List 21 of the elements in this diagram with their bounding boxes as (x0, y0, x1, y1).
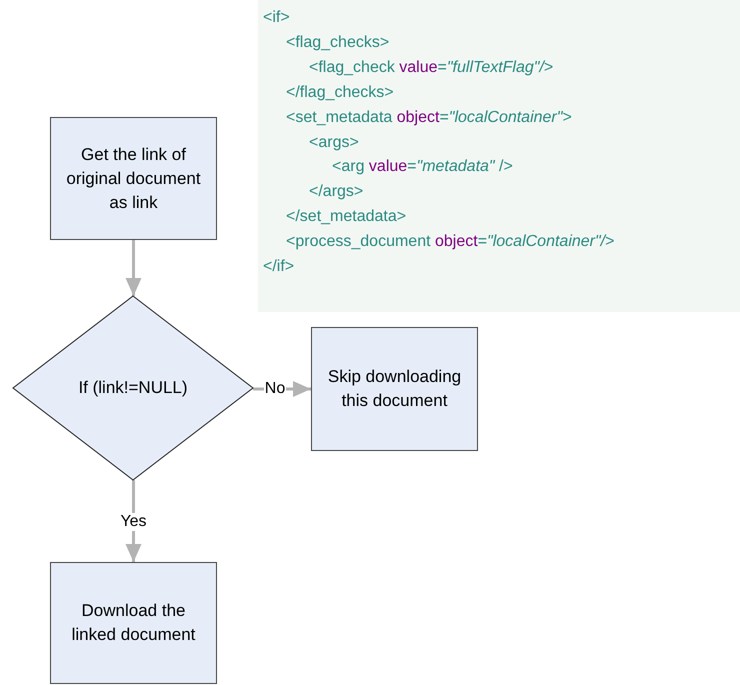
code-line: </if> (263, 257, 294, 277)
arrow (253, 381, 311, 397)
process-box (50, 117, 217, 240)
process-box (311, 327, 478, 451)
code-line: </args> (309, 182, 364, 202)
code-line: <process_document object="localContainer"/> (286, 232, 614, 252)
code-line: <arg value="metadata" /> (332, 157, 513, 178)
code-line: <flag_checks> (286, 32, 390, 53)
code-line: </set_metadata> (286, 207, 406, 228)
node-text: Get the link of original document as link (65, 144, 202, 214)
node-text: Skip downloading this document (326, 366, 462, 412)
code-line: <args> (309, 132, 359, 152)
code-line: <set_metadata object="localContainer"> (286, 108, 572, 128)
code-line: </flag_checks> (286, 82, 394, 103)
node-text: If (link!=NULL) (78, 377, 188, 399)
process-box (50, 562, 217, 684)
code-line: <flag_check value="fullTextFlag"/> (309, 58, 554, 78)
node-text: Download the linked document (70, 600, 196, 646)
edge-label: Yes (119, 513, 148, 531)
arrow (126, 240, 142, 296)
code-line: <if> (263, 8, 290, 28)
